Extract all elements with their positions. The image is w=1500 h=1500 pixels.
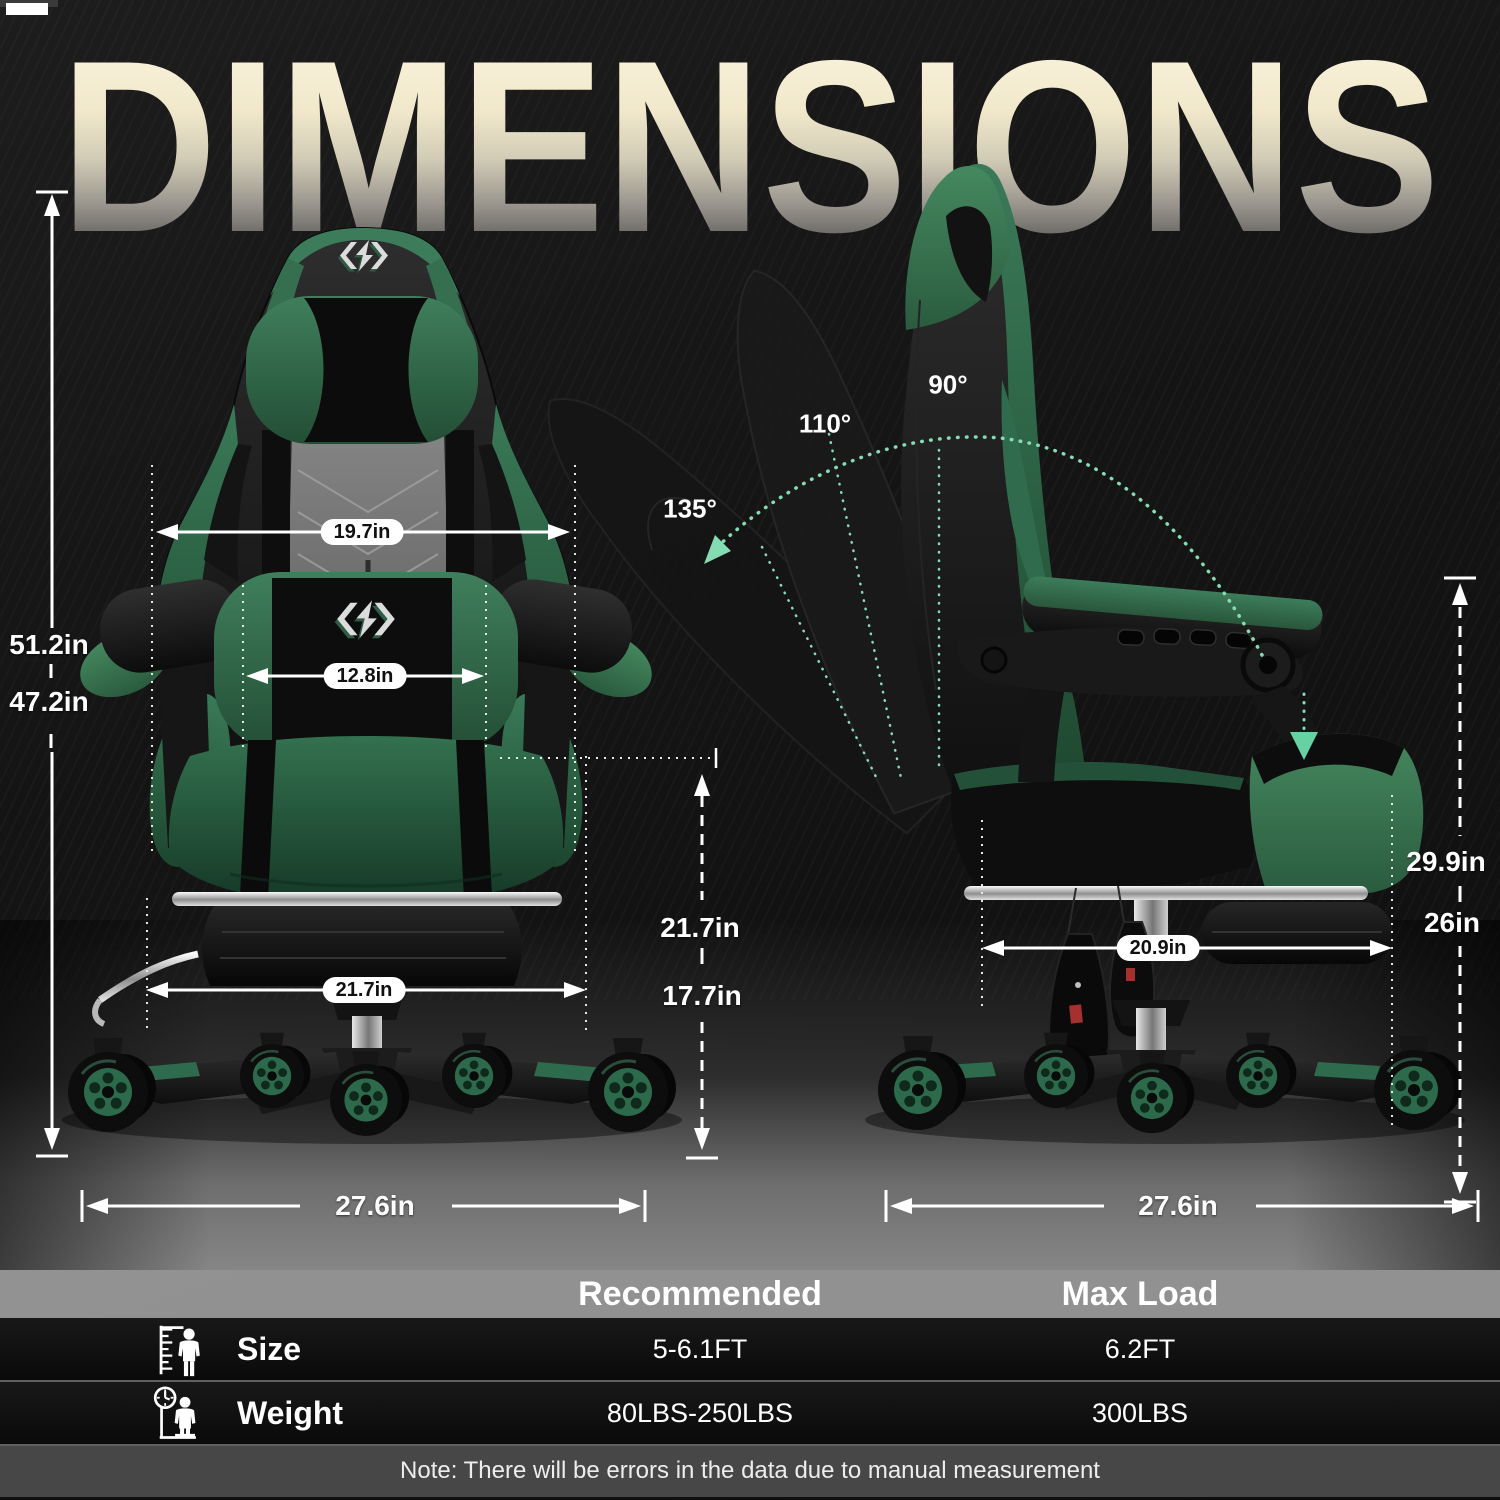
armrest-left xyxy=(100,579,240,673)
row-label-weight: Weight xyxy=(237,1395,344,1431)
label-base-width-right: 27.6in xyxy=(1138,1190,1218,1221)
corner-artifact-white xyxy=(6,3,48,15)
armrest-right xyxy=(492,579,632,673)
weight-scale-person-icon xyxy=(148,1386,204,1442)
seat-cushion xyxy=(168,736,564,904)
label-seat-height-max: 21.7in xyxy=(660,912,740,943)
adjust-lever xyxy=(97,950,199,1003)
recline-arrowhead xyxy=(704,535,731,564)
footrest-arrowhead xyxy=(1290,732,1318,760)
front-view-chair xyxy=(66,226,678,1138)
note-text: Note: There will be errors in the data d… xyxy=(0,1446,1500,1497)
spec-table-header: Recommended Max Load xyxy=(0,1270,1500,1318)
column-header-max-load: Max Load xyxy=(1061,1275,1219,1313)
label-seat-width: 21.7in xyxy=(322,977,406,1003)
height-ruler-person-icon xyxy=(148,1322,204,1378)
recline-arc xyxy=(712,435,1264,657)
recline-ghost-silhouettes xyxy=(500,251,998,845)
footrest-cushion xyxy=(1249,733,1424,895)
table-row-size: Size 5-6.1FT 6.2FT xyxy=(0,1318,1500,1382)
spec-table: Recommended Max Load xyxy=(0,1270,1500,1497)
label-backrest-width: 19.7in xyxy=(320,519,404,545)
label-backrest-height: 47.2in xyxy=(9,686,89,717)
page-title: DIMENSIONS xyxy=(60,9,1440,283)
dim-line-armrest-height xyxy=(1444,576,1476,1204)
label-base-width-left: 27.6in xyxy=(335,1190,415,1221)
label-angle-135: 135° xyxy=(663,493,717,524)
dim-line-seat-height xyxy=(500,748,718,1160)
weight-max-load-value: 300LBS xyxy=(1091,1398,1189,1428)
side-seat xyxy=(951,761,1257,890)
label-armrest-height-max: 29.9in xyxy=(1406,846,1486,877)
dim-line-total-height xyxy=(36,190,68,1158)
recline-annotations xyxy=(704,432,1318,785)
label-seat-height-min: 17.7in xyxy=(662,980,742,1011)
dim-line-base-width-right xyxy=(884,1190,1480,1222)
side-view-chair xyxy=(876,163,1464,1135)
label-angle-110: 110° xyxy=(798,408,852,439)
weight-recommended-value: 80LBS-250LBS xyxy=(606,1398,794,1428)
table-row-weight: Weight 80LBS-250LBS 300LBS xyxy=(0,1382,1500,1446)
column-header-recommended: Recommended xyxy=(578,1275,822,1313)
label-armrest-height-min: 26in xyxy=(1423,907,1481,938)
size-recommended-value: 5-6.1FT xyxy=(652,1334,748,1364)
row-label-size: Size xyxy=(237,1331,302,1367)
label-lumbar-width: 12.8in xyxy=(323,663,407,689)
dim-line-base-width-left xyxy=(80,1190,647,1222)
size-max-load-value: 6.2FT xyxy=(1104,1334,1176,1364)
label-seat-depth: 20.9in xyxy=(1116,935,1200,961)
folded-footrest xyxy=(202,906,522,986)
label-angle-90: 90° xyxy=(928,369,968,400)
label-total-height: 51.2in xyxy=(9,629,89,660)
